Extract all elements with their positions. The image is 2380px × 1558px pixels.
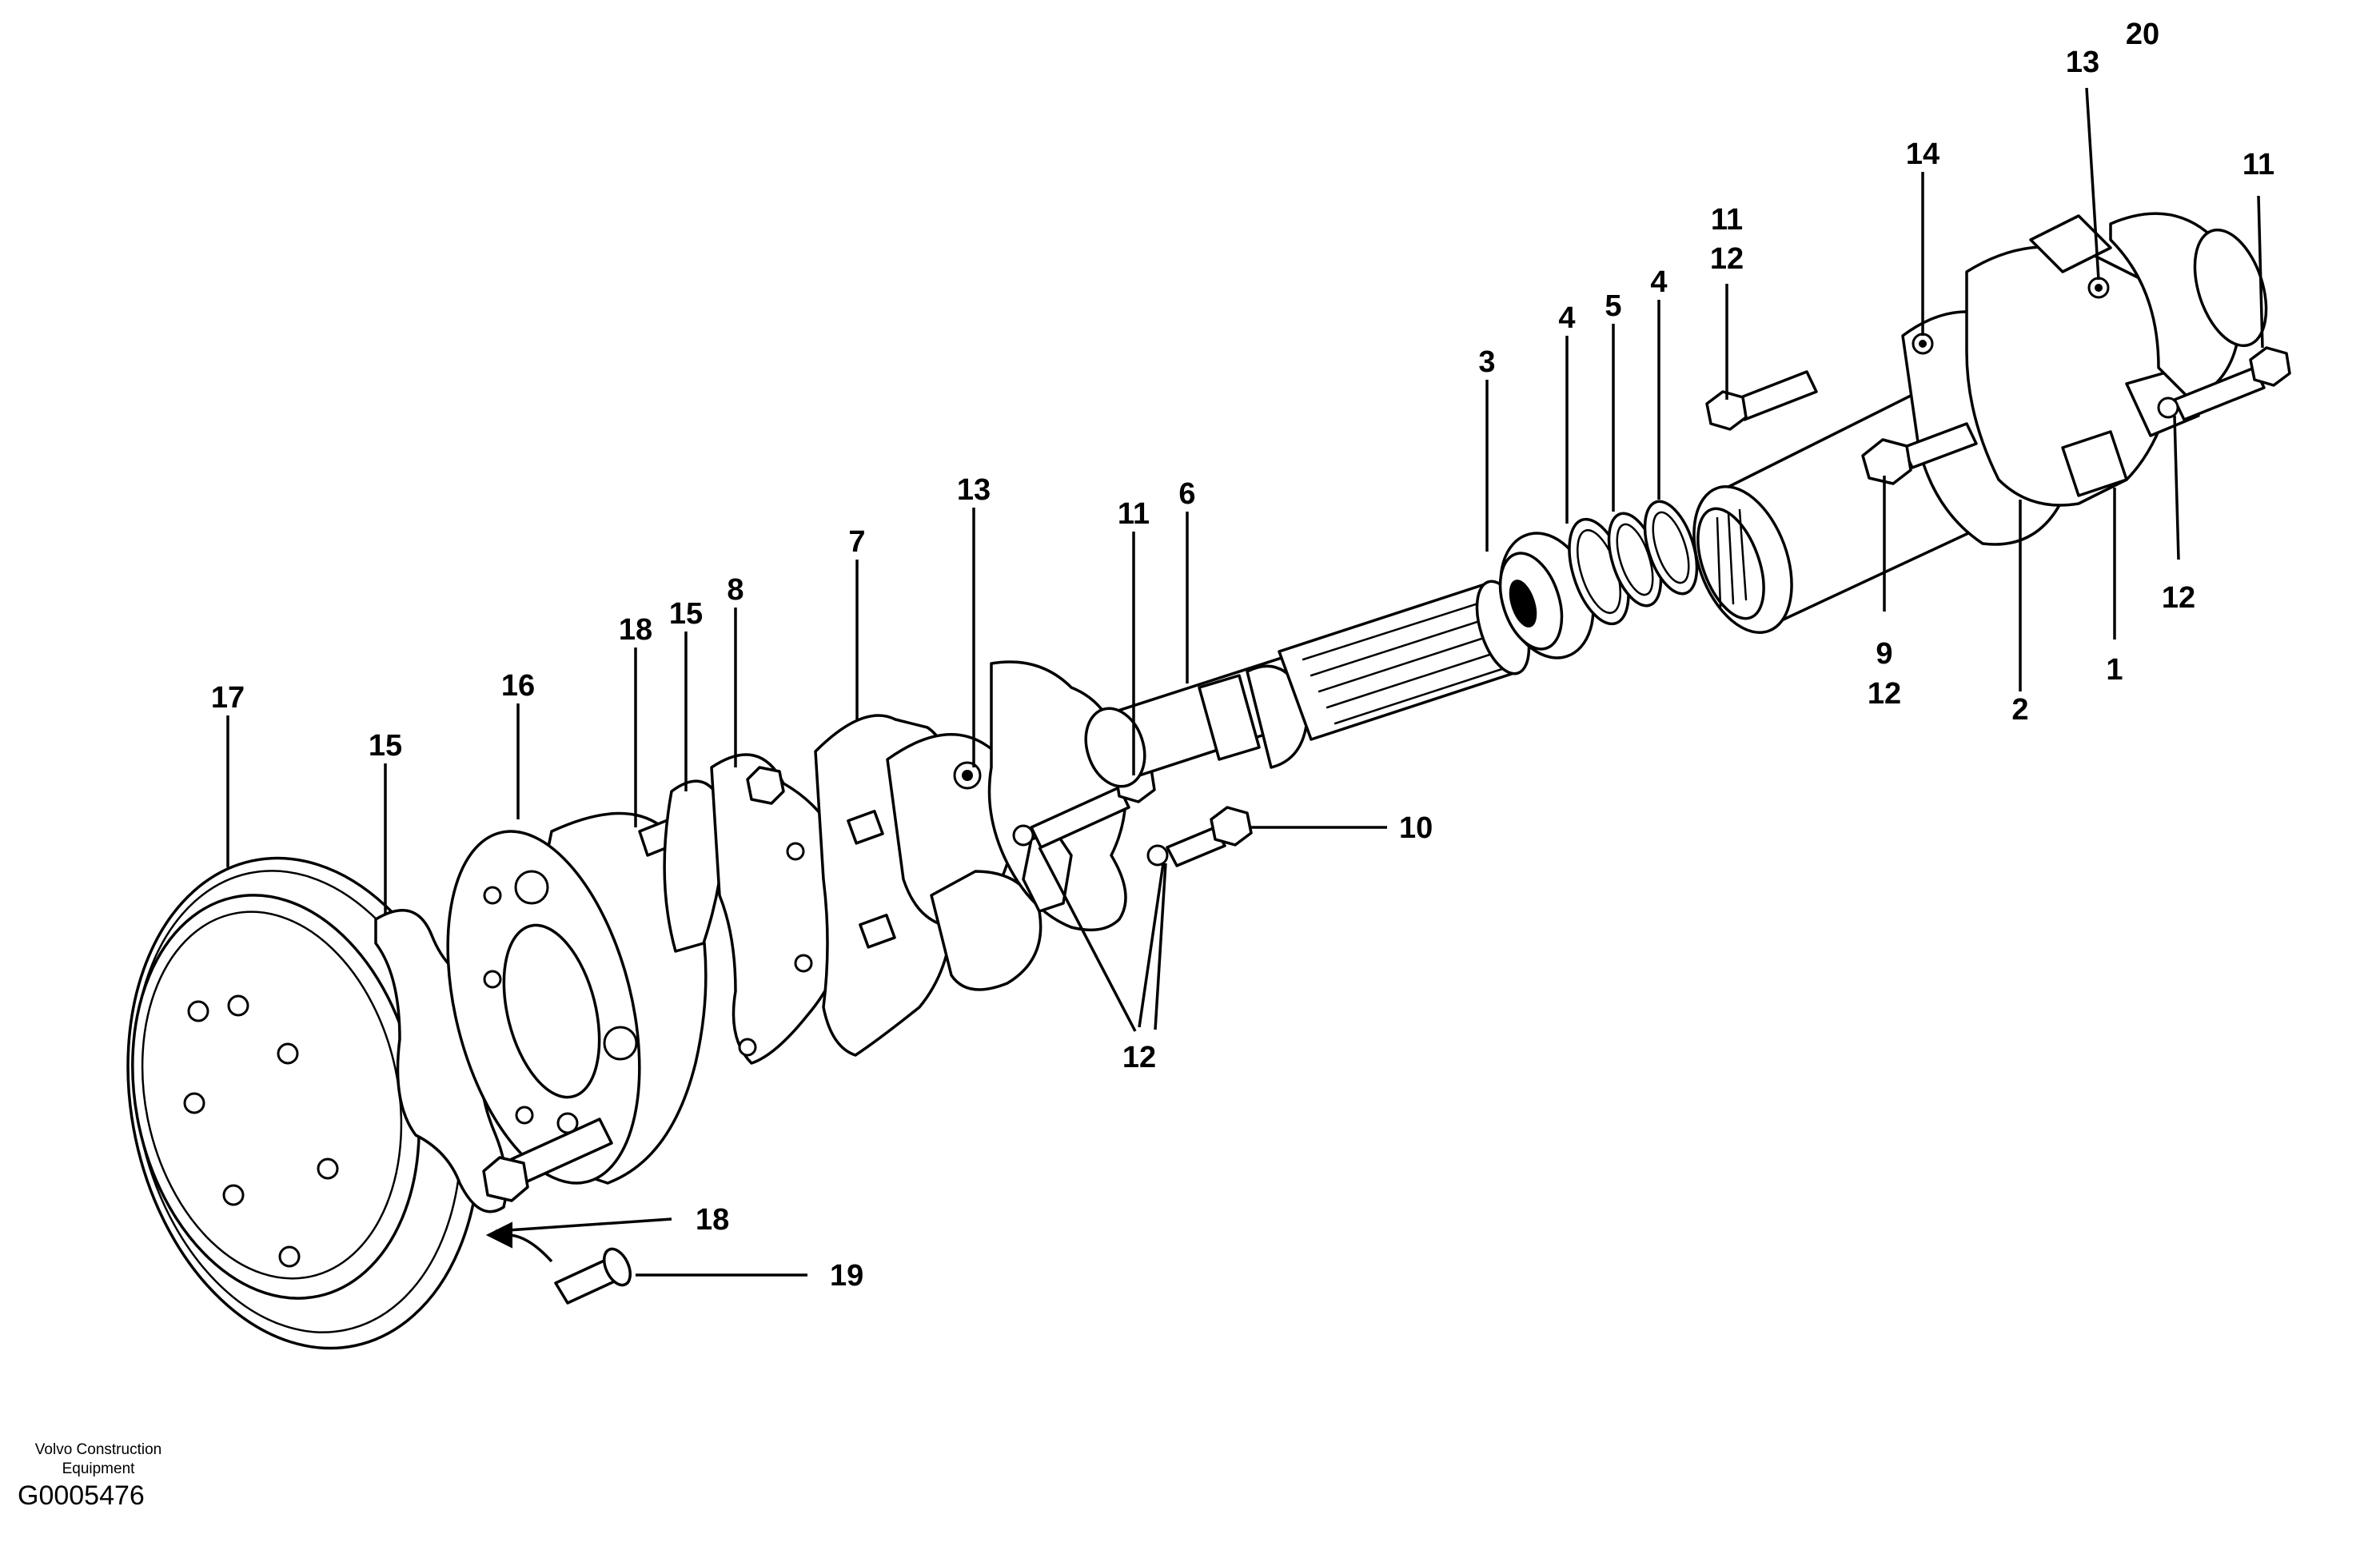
callout-18-top: 18 — [619, 613, 652, 647]
hub-16 — [446, 811, 708, 1185]
stud-18-lower — [482, 1118, 613, 1202]
leader-lines — [226, 87, 2264, 1277]
callout-15-left: 15 — [369, 729, 402, 763]
callout-12-bottom: 12 — [1122, 1041, 1156, 1074]
brand-line-1: Volvo Construction — [34, 1441, 162, 1458]
callout-10: 10 — [1399, 811, 1433, 845]
callout-labels: 17 15 16 18 15 8 7 13 11 6 3 4 5 4 11 12… — [211, 18, 2274, 1293]
bolt-11-12-upper — [1705, 370, 1818, 431]
callout-1: 1 — [2106, 653, 2123, 687]
callout-11-right: 11 — [2242, 148, 2274, 181]
callout-12-right: 12 — [2162, 581, 2195, 615]
callout-17: 17 — [211, 681, 245, 715]
drawing-code: G0005476 — [18, 1480, 145, 1511]
bolt-11-right — [2157, 346, 2291, 421]
callout-13-mid: 13 — [957, 473, 991, 507]
callout-7: 7 — [848, 525, 865, 559]
callout-8: 8 — [727, 573, 744, 607]
callout-11-top-12: 12 — [1710, 242, 1744, 276]
callout-4-left: 4 — [1558, 301, 1575, 335]
callout-11-mid: 11 — [1118, 497, 1150, 531]
callout-20: 20 — [2126, 18, 2159, 51]
callout-15-mid: 15 — [669, 597, 703, 631]
callout-3: 3 — [1478, 345, 1495, 379]
callout-18-bottom: 18 — [696, 1203, 729, 1237]
callout-13-top: 13 — [2066, 46, 2099, 79]
drive-shaft-6 — [1084, 580, 1531, 788]
set-screw-19 — [554, 1247, 632, 1305]
brand-line-2: Equipment — [62, 1460, 135, 1477]
flange-8 — [710, 753, 851, 1065]
gasket-15-mid — [663, 779, 725, 953]
grease-nipple-13-right — [2087, 277, 2110, 299]
u-joint-7 — [814, 714, 1042, 1057]
callout-5: 5 — [1605, 289, 1621, 323]
callout-6: 6 — [1178, 477, 1195, 511]
callout-9: 9 — [1876, 637, 1892, 671]
callout-9-12: 12 — [1868, 677, 1901, 711]
bolt-10 — [1146, 806, 1253, 867]
coupling-flange-20 — [2109, 212, 2268, 401]
callout-14: 14 — [1906, 137, 1939, 171]
callout-19: 19 — [830, 1259, 863, 1293]
grease-nipple-14 — [1912, 333, 1934, 355]
callout-16: 16 — [501, 669, 535, 703]
callout-4-right: 4 — [1650, 265, 1667, 299]
brand-caption: Volvo Construction Equipment — [14, 1440, 182, 1479]
bolt-9-12 — [1861, 422, 1978, 485]
snap-ring-4-right — [1643, 500, 1699, 596]
callout-11-top: 11 — [1711, 203, 1743, 237]
callout-2: 2 — [2011, 693, 2028, 727]
